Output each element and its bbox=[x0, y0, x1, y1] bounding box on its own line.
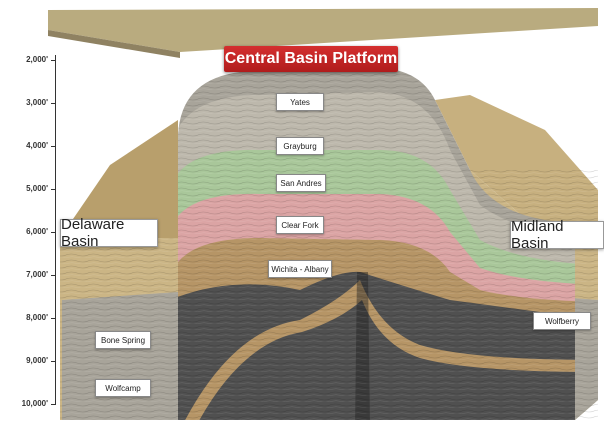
depth-tick-label: 7,000' bbox=[12, 270, 56, 279]
surface-slab bbox=[48, 8, 598, 58]
depth-tick-label: 8,000' bbox=[12, 313, 56, 322]
formation-label-wichita-albany: Wichita - Albany bbox=[268, 260, 332, 278]
delaware-basin-label: Delaware Basin bbox=[60, 216, 158, 250]
surface-top bbox=[48, 8, 598, 52]
depth-tick-label: 3,000' bbox=[12, 98, 56, 107]
formation-label-grayburg: Grayburg bbox=[276, 137, 324, 155]
depth-tick-label: 4,000' bbox=[12, 141, 56, 150]
formation-label-yates: Yates bbox=[276, 93, 324, 111]
platform-strata bbox=[178, 68, 575, 420]
delaware-block bbox=[60, 120, 178, 420]
midland-basin-label: Midland Basin bbox=[510, 218, 604, 252]
formation-label-wolfcamp: Wolfcamp bbox=[95, 379, 151, 397]
formation-label-wolfberry: Wolfberry bbox=[533, 312, 591, 330]
depth-tick-label: 6,000' bbox=[12, 227, 56, 236]
depth-tick-label: 2,000' bbox=[12, 55, 56, 64]
depth-tick-label: 9,000' bbox=[12, 356, 56, 365]
depth-tick-label: 5,000' bbox=[12, 184, 56, 193]
depth-tick-label: 10,000' bbox=[12, 399, 56, 408]
formation-label-clear-fork: Clear Fork bbox=[276, 216, 324, 234]
central-basin-platform-banner: Central Basin Platform bbox=[224, 46, 398, 72]
formation-label-san-andres: San Andres bbox=[276, 174, 326, 192]
formation-label-bone-spring: Bone Spring bbox=[95, 331, 151, 349]
surface-edge bbox=[48, 30, 180, 58]
depth-axis-line bbox=[55, 55, 56, 405]
